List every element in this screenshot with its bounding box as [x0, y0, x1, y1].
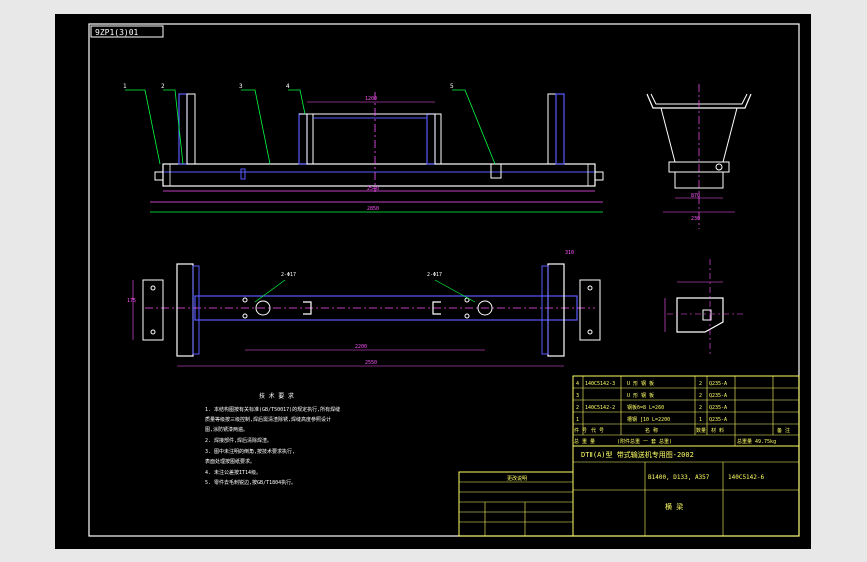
label-1: 1 — [123, 83, 127, 90]
front-view: 2540 2850 1200 1 2 3 4 5 — [123, 83, 604, 213]
dim-h1: 175 — [127, 298, 136, 304]
drawing-code-box — [90, 25, 164, 38]
tech-line-5: 3. 图中未注明的倒角,按技术要求执行, — [205, 448, 295, 455]
drawing-code: 9ZP1(3)01 — [95, 28, 139, 37]
tech-line-2: 质量等级按三级控制,焊后需清渣除锈,焊缝高度参照设计 — [205, 416, 331, 423]
summary-left: 总 重 量 — [574, 438, 595, 445]
parts-list: 4 140C5142-3 U 形 钢 板 2 Q235-A 3 U 形 钢 板 … — [572, 375, 800, 447]
dim-h2: 310 — [565, 250, 574, 256]
header-code: 代 号 — [591, 427, 604, 434]
title-drawing-no: 140C5142-6 — [728, 474, 765, 481]
part-qty: 2 — [699, 405, 702, 411]
label-4: 4 — [286, 83, 290, 90]
dim-total-len: 2850 — [367, 206, 379, 212]
part-material: Q235-A — [709, 405, 727, 411]
title-spec: B1400, D133, A357 — [648, 474, 710, 481]
part-material: Q235-A — [709, 417, 727, 423]
label-5: 5 — [450, 83, 454, 90]
beam-body — [162, 163, 596, 187]
title-block: DTⅡ(A)型 带式输送机专用图-2002 B1400, D133, A357 … — [458, 445, 800, 537]
part-name: U 形 钢 板 — [627, 380, 654, 387]
part-no: 3 — [576, 393, 579, 399]
tech-requirements: 技 术 要 求 1. 本结构图按有关标准(GB/T50017)的规定执行,所有焊… — [205, 392, 340, 486]
part-code: 140C5142-2 — [585, 405, 615, 411]
tech-line-1: 1. 本结构图按有关标准(GB/T50017)的规定执行,所有焊缝 — [205, 406, 340, 413]
tech-line-8: 5. 零件去毛刺锐边,按GB/T1804执行。 — [205, 479, 296, 486]
rev-header: 更改说明 — [507, 475, 527, 482]
drawing-svg: 9ZP1(3)01 — [88, 23, 800, 537]
part-qty: 2 — [699, 381, 702, 387]
side-view: 870 230 — [646, 84, 752, 229]
border-frame — [88, 23, 800, 537]
dim-plan-total: 2550 — [365, 360, 377, 366]
part-name: 槽钢 [10 L=2200 — [627, 416, 670, 423]
title-name: 横 梁 — [665, 502, 683, 511]
header-name: 名 称 — [645, 427, 658, 434]
tech-line-4: 2. 焊接部件,焊后清除焊渣。 — [205, 437, 272, 444]
header-note: 备 注 — [777, 427, 790, 434]
part-qty: 2 — [699, 393, 702, 399]
summary-right: 总重量 49.75kg — [737, 438, 776, 445]
part-name: 钢板δ=8 L=260 — [627, 404, 664, 411]
part-name: U 形 钢 板 — [627, 392, 654, 399]
tech-line-3: 图,涂防锈漆两遍。 — [205, 426, 248, 433]
dim-main-len: 2540 — [367, 186, 379, 192]
header-qty: 数量 — [696, 427, 706, 434]
part-material: Q235-A — [709, 381, 727, 387]
detail-view — [664, 259, 745, 354]
part-no: 4 — [576, 381, 579, 387]
plan-view: 2-Φ17 2-Φ17 2200 2550 175 310 — [127, 250, 601, 367]
part-qty: 1 — [699, 417, 702, 423]
header-no: 件 号 — [574, 427, 587, 434]
part-code: 140C5142-3 — [585, 381, 615, 387]
dim-plan-span: 2200 — [355, 344, 367, 350]
dim-hole-right: 2-Φ17 — [427, 272, 442, 278]
dim-span: 870 — [691, 193, 700, 199]
title-series: DTⅡ(A)型 带式输送机专用图-2002 — [581, 450, 694, 459]
header-material: 材 料 — [711, 427, 724, 434]
label-2: 2 — [161, 83, 165, 90]
tech-title: 技 术 要 求 — [259, 392, 294, 400]
label-3: 3 — [239, 83, 243, 90]
part-material: Q235-A — [709, 393, 727, 399]
dim-side-w: 230 — [691, 216, 700, 222]
drawing-sheet: 9ZP1(3)01 — [55, 14, 811, 549]
part-no: 2 — [576, 405, 579, 411]
tech-line-7: 4. 未注公差按IT14级。 — [205, 469, 261, 476]
tech-line-6: 表面处理按图纸要求。 — [205, 458, 255, 465]
summary-mid: (附件总重 一 套 总重) — [617, 438, 672, 445]
part-no: 1 — [576, 417, 579, 423]
dim-hole-left: 2-Φ17 — [281, 272, 296, 278]
dim-mid-len: 1200 — [365, 96, 377, 102]
